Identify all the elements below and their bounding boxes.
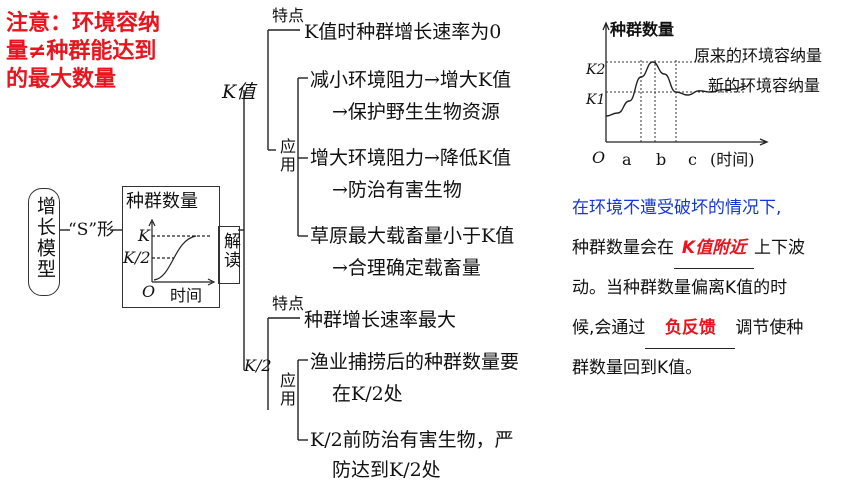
blank-2: 负反馈	[645, 308, 736, 349]
para-line-1: 在环境不遭受破坏的情况下,	[572, 198, 782, 218]
s-curve-time: 时间	[170, 286, 203, 305]
k-apply-label: 应用	[277, 138, 296, 174]
chart-x-arrow	[759, 138, 769, 146]
note-line-1: 注意：环境容纳	[6, 11, 161, 36]
chart-x-tick-c: c	[688, 150, 697, 169]
answer-1: K值附近	[681, 238, 747, 258]
chart-population-curve	[605, 61, 747, 117]
blank-1: K值附近	[674, 228, 754, 269]
s-curve-graph	[148, 218, 216, 286]
para-line-4-post: 调节使种	[735, 318, 804, 338]
answer-2: 负反馈	[664, 318, 716, 338]
k-app-2-line1: 增大环境阻力→降低K值	[310, 147, 512, 169]
para-line-3: 动。当种群数量偏离K值的时	[572, 278, 788, 298]
s-shape-label: “S”形	[68, 220, 115, 240]
para-line-4: 候,会通过负反馈调节使种	[572, 308, 803, 349]
chart-y-arrow	[602, 21, 610, 31]
s-curve-origin: O	[142, 282, 156, 301]
k2-value-label: K/2	[244, 356, 272, 375]
note-line-3: 的最大数量	[6, 67, 117, 92]
chart-origin: O	[592, 148, 606, 167]
k-app-3-line1: 草原最大载畜量小于K值	[310, 225, 515, 247]
k-app-2-line2: →防治有害生物	[332, 179, 462, 201]
k2-app-2-line1: K/2前防治有害生物，严	[310, 429, 514, 451]
k-app-1-line2: →保护野生生物资源	[332, 101, 500, 123]
note-line-2: 量≠种群能达到	[6, 39, 157, 64]
s-curve-box	[122, 186, 220, 308]
para-line-2-post: 上下波	[754, 238, 805, 258]
para-line-5: 群数量回到K值。	[572, 358, 703, 378]
chart-y-label: 种群数量	[610, 20, 675, 39]
interpret-label: 解读	[220, 232, 240, 270]
k2-app-1-line1: 渔业捕捞后的种群数量要	[310, 351, 520, 373]
k-value-label: K值	[222, 81, 256, 103]
para-line-2-pre: 种群数量会在	[572, 238, 674, 258]
k2-feature-label: 特点	[272, 294, 305, 313]
s-curve-k2: K/2	[123, 248, 151, 267]
legend-new-capacity: 新的环境容纳量	[708, 76, 821, 95]
interpret-box	[218, 226, 240, 284]
s-curve-k: K	[138, 226, 150, 245]
s-curve-title: 种群数量	[126, 191, 198, 212]
carrying-capacity-chart	[602, 21, 769, 146]
chart-k1-tick: K1	[586, 92, 606, 108]
k2-app-2-line2: 防达到K/2处	[332, 459, 441, 481]
chart-k2-tick: K2	[586, 62, 606, 78]
chart-x-tick-b: b	[656, 150, 667, 169]
para-line-4-pre: 候,会通过	[572, 318, 646, 338]
chart-x-tick-a: a	[622, 150, 632, 169]
legend-original-capacity: 原来的环境容纳量	[694, 46, 823, 65]
chart-x-label: (时间)	[710, 150, 755, 169]
growth-model-box	[28, 188, 60, 296]
k-app-3-line2: →合理确定载畜量	[332, 257, 481, 279]
k-app-1-line1: 减小环境阻力→增大K值	[310, 69, 512, 91]
k-feature-text: K值时种群增长速率为0	[304, 21, 502, 43]
k2-apply-label: 应用	[277, 372, 296, 408]
growth-model-label: 增长模型	[34, 196, 56, 280]
k2-app-1-line2: 在K/2处	[332, 383, 403, 405]
k-feature-label: 特点	[272, 6, 305, 25]
k2-feature-text: 种群增长速率最大	[304, 309, 457, 331]
para-line-2: 种群数量会在 K值附近上下波	[572, 228, 805, 269]
